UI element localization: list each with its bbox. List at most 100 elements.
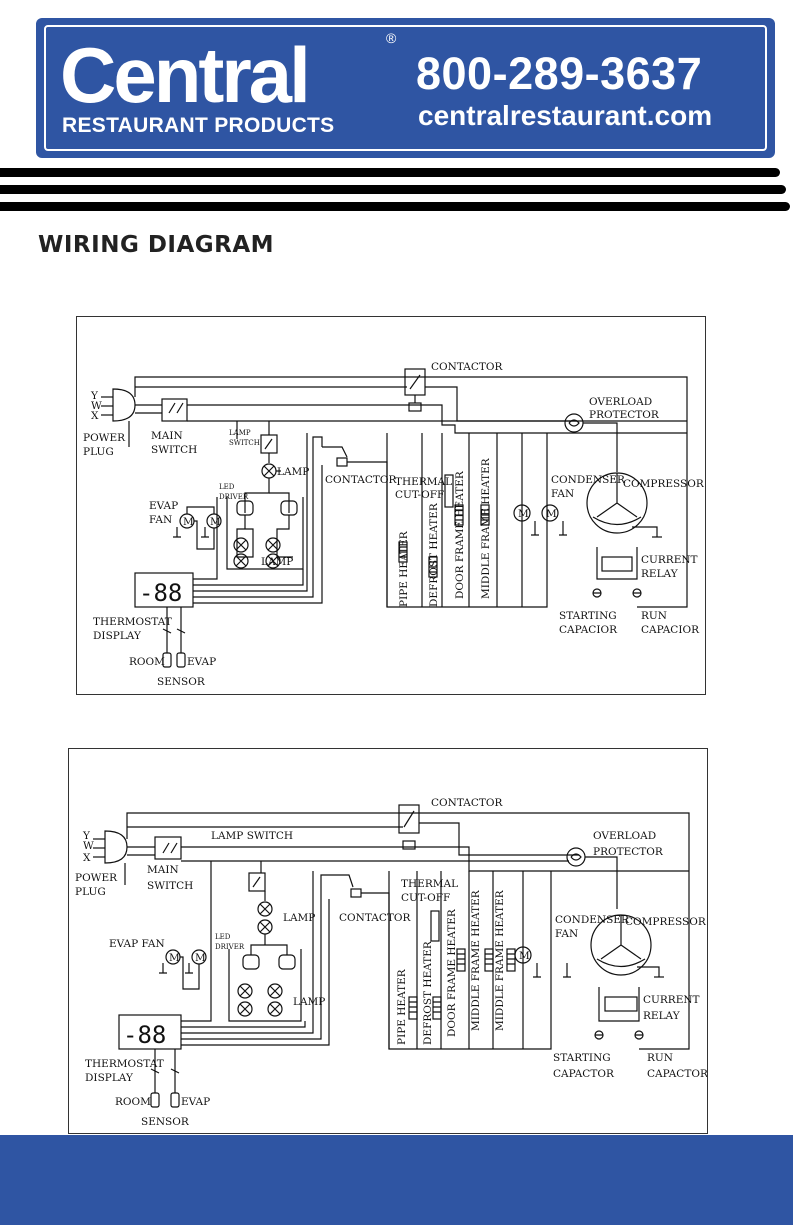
registered-mark: ® (386, 30, 397, 46)
starting-capacitor-label: STARTING (559, 610, 617, 622)
overload-protector-label: OVERLOAD (589, 396, 652, 408)
plug-x-label: X (91, 410, 99, 422)
run-capacitor-label: CAPACIOR (641, 624, 700, 636)
thermal-cutoff-label: CUT-OFF (401, 892, 450, 904)
motor-label: M (546, 508, 557, 520)
compressor-label: COMPRESSOR (625, 916, 707, 928)
motor-label: M (518, 508, 529, 520)
pipe-heater-label: PIPE HEATER (396, 968, 408, 1045)
middle-frame-heater-label: MIDDLE FRAME HEATER (494, 889, 506, 1031)
brand-tagline: RESTAURANT PRODUCTS (62, 114, 335, 137)
divider-bar (0, 202, 790, 211)
starting-capacitor-label: CAPACIOR (559, 624, 618, 636)
brand-header: Central ® RESTAURANT PRODUCTS 800-289-36… (36, 18, 775, 158)
wiring-diagram-1: Y W X POWER PLUG MAIN SWITCH LAMP SWITCH… (76, 316, 706, 695)
overload-protector-label: PROTECTOR (593, 846, 664, 858)
lamp-switch-label: LAMP SWITCH (211, 830, 293, 842)
current-relay-label: CURRENT (641, 554, 698, 566)
condenser-fan-label: CONDENSER (551, 474, 626, 486)
divider-bar (0, 168, 780, 177)
middle-frame-heater-label: MIDDLE FRAME HEATER (470, 889, 482, 1031)
motor-label: M (195, 952, 206, 964)
thermostat-display-label: THERMOSTAT (85, 1058, 164, 1070)
condenser-fan-label: FAN (555, 928, 578, 940)
evap-fan-label: EVAP (149, 500, 178, 512)
contactor-label: CONTACTOR (339, 912, 411, 924)
thermal-cutoff-label: CUT-OFF (395, 489, 444, 501)
overload-protector-label: PROTECTOR (589, 409, 660, 421)
contactor-label: CONTACTOR (325, 474, 397, 486)
led-driver-label: DRIVER (219, 493, 249, 501)
brand-header-frame (44, 25, 767, 151)
current-relay-label: CURRENT (643, 994, 700, 1006)
footer-band (0, 1135, 793, 1225)
middle-frame-heater-label: MIDDLE FRAME HEATER (480, 457, 492, 599)
lamp-switch-label: LAMP (229, 429, 251, 437)
main-switch-label: SWITCH (151, 444, 197, 456)
wiring-diagram-2-svg: Y W X POWER PLUG MAIN SWITCH LAMP SWITCH… (75, 797, 707, 1128)
overload-protector-label: OVERLOAD (593, 830, 656, 842)
door-frame-heater-label: DOOR FRAME HEATER (454, 470, 466, 599)
thermostat-display-label: THERMOSTAT (93, 616, 172, 628)
thermal-cutoff-label: THERMAL (401, 878, 458, 890)
power-plug-label: PLUG (83, 446, 114, 458)
sensor-label: SENSOR (157, 676, 206, 688)
thermostat-display-label: DISPLAY (85, 1072, 134, 1084)
plug-w-label: W (83, 840, 94, 852)
evap-fan-label: EVAP FAN (109, 938, 165, 950)
starting-capacitor-label: CAPACTOR (553, 1068, 615, 1080)
door-frame-heater-label: DOOR FRAME HEATER (446, 908, 458, 1037)
defrost-heater-label: DEFROST HEATER (422, 940, 434, 1045)
divider-bar (0, 185, 786, 194)
evap-sensor-label: EVAP (181, 1096, 210, 1108)
motor-label: M (183, 516, 194, 528)
motor-label: M (519, 950, 530, 962)
contactor-label: CONTACTOR (431, 797, 503, 809)
motor-label: M (210, 516, 221, 528)
run-capacitor-label: RUN (647, 1052, 673, 1064)
room-sensor-label: ROOM (129, 656, 165, 668)
current-relay-label: RELAY (641, 568, 679, 580)
evap-sensor-label: EVAP (187, 656, 216, 668)
thermostat-display-readout: -88 (123, 1021, 166, 1049)
lamp-label: LAMP (283, 912, 315, 924)
motor-label: M (169, 952, 180, 964)
current-relay-label: RELAY (643, 1010, 681, 1022)
room-sensor-label: ROOM (115, 1096, 151, 1108)
power-plug-label: POWER (75, 872, 118, 884)
condenser-fan-label: FAN (551, 488, 574, 500)
power-plug-label: POWER (83, 432, 126, 444)
compressor-label: COMPRESSOR (623, 478, 705, 490)
power-plug-label: PLUG (75, 886, 106, 898)
led-driver-label: LED (215, 933, 231, 941)
pipe-heater-label: PIPE HEATER (398, 530, 410, 607)
contactor-label: CONTACTOR (431, 361, 503, 373)
wiring-diagram-1-svg: Y W X POWER PLUG MAIN SWITCH LAMP SWITCH… (83, 361, 705, 688)
evap-fan-label: FAN (149, 514, 172, 526)
run-capacitor-label: CAPACTOR (647, 1068, 707, 1080)
lamp-label: LAMP (277, 466, 309, 478)
phone-number: 800-289-3637 (416, 48, 703, 99)
thermostat-display-label: DISPLAY (93, 630, 142, 642)
wiring-diagram-2: Y W X POWER PLUG MAIN SWITCH LAMP SWITCH… (68, 748, 708, 1134)
starting-capacitor-label: STARTING (553, 1052, 611, 1064)
run-capacitor-label: RUN (641, 610, 667, 622)
defrost-heater-label: DEFROST HEATER (428, 502, 440, 607)
plug-x-label: X (83, 852, 91, 864)
brand-logo: Central (60, 31, 311, 119)
plug-y-label: Y (82, 830, 91, 842)
main-switch-label: MAIN (147, 864, 179, 876)
led-driver-label: DRIVER (215, 943, 245, 951)
page-title: WIRING DIAGRAM (38, 232, 275, 258)
website-link[interactable]: centralrestaurant.com (418, 100, 713, 131)
sensor-label: SENSOR (141, 1116, 190, 1128)
lamp-switch-label: SWITCH (229, 439, 260, 447)
main-switch-label: SWITCH (147, 880, 193, 892)
lamp-label: LAMP (261, 556, 293, 568)
thermostat-display-readout: -88 (139, 579, 182, 607)
lamp-label: LAMP (293, 996, 325, 1008)
condenser-fan-label: CONDENSER (555, 914, 630, 926)
plug-w-label: W (91, 400, 102, 412)
thermal-cutoff-label: THERMAL (395, 476, 452, 488)
main-switch-label: MAIN (151, 430, 183, 442)
